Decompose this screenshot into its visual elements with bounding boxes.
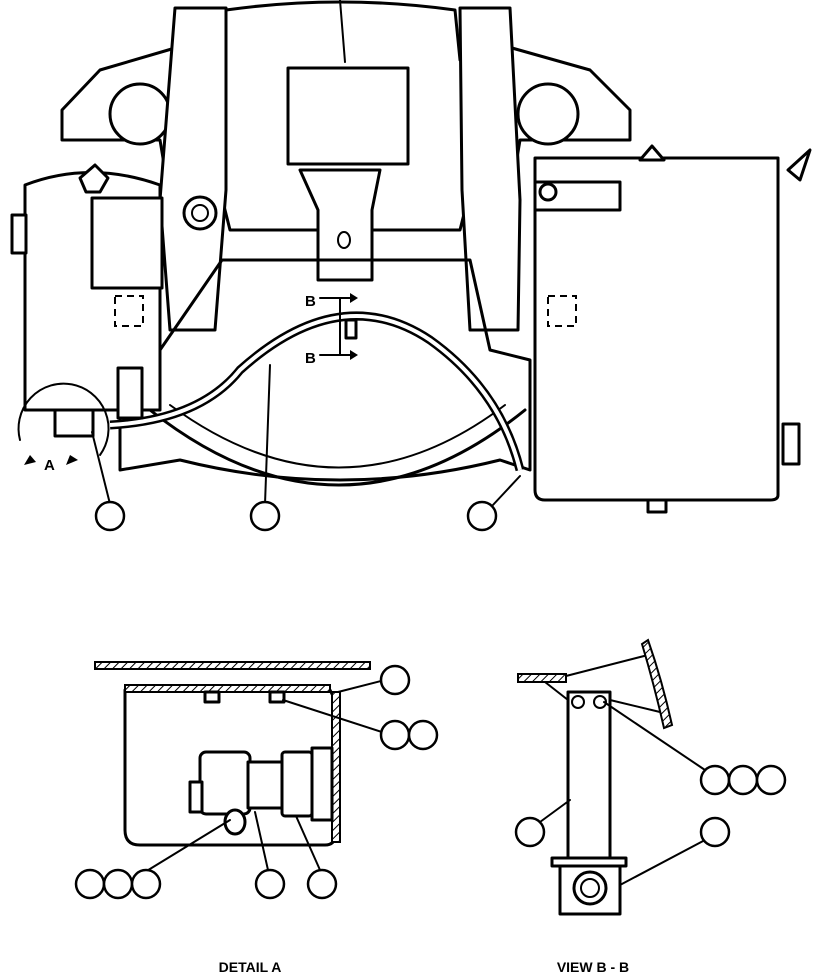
hose-clamp xyxy=(344,318,358,340)
left-pivot-pin-inner xyxy=(191,204,209,222)
callout-balloon xyxy=(379,719,411,751)
view-bb-plate xyxy=(517,673,567,683)
callout-balloon xyxy=(407,719,439,751)
callout-balloon xyxy=(130,868,162,900)
view-bb-plate-edge xyxy=(565,654,649,677)
callout-balloon xyxy=(699,816,731,848)
view-bb-bracket-line-right xyxy=(609,699,661,713)
leader-2 xyxy=(264,364,271,505)
leader-bb-2 xyxy=(539,799,571,823)
main-view: B B A xyxy=(10,0,812,532)
callout-balloon xyxy=(74,868,106,900)
detail-a-bolt-left xyxy=(203,690,221,704)
callout-balloon xyxy=(727,764,759,796)
right-lifting-eye xyxy=(638,144,666,162)
center-block xyxy=(286,66,410,166)
callout-balloon xyxy=(306,868,338,900)
leader-da-4 xyxy=(254,811,269,871)
leader-da-1 xyxy=(337,679,386,693)
right-hidden-mount xyxy=(547,295,577,327)
view-bb-port xyxy=(572,870,608,906)
detail-a-housing-top xyxy=(124,684,331,693)
detail-arrowhead-left xyxy=(24,455,36,465)
center-mount-bracket xyxy=(298,168,382,282)
left-tank-tab xyxy=(10,213,28,255)
right-tank-fitting xyxy=(538,182,558,202)
view-bb-curved-wall xyxy=(640,638,674,730)
left-tank-panel xyxy=(90,196,164,290)
callout-balloon xyxy=(249,500,281,532)
leader-bb-3 xyxy=(619,839,706,886)
callout-balloon xyxy=(466,500,498,532)
coupler-body xyxy=(198,750,252,816)
section-b-marker: B B xyxy=(305,293,358,367)
hose-core xyxy=(109,314,522,471)
view-bb-post xyxy=(566,690,612,860)
detail-a-caption: DETAIL A xyxy=(219,959,282,975)
callout-balloon xyxy=(254,868,286,900)
detail-fitting xyxy=(53,408,95,438)
upper-housing xyxy=(60,0,632,232)
view-bb-caption: VIEW B - B xyxy=(557,959,629,975)
detail-arrowhead-right xyxy=(66,455,78,465)
view-bb-bracket-line xyxy=(544,681,569,701)
right-tank-tab xyxy=(786,148,812,182)
callout-balloon xyxy=(699,764,731,796)
bracket-hole xyxy=(337,231,351,249)
section-arrowhead-bottom xyxy=(350,350,358,360)
callout-balloon xyxy=(379,664,411,696)
view-bb-bolt-left xyxy=(571,695,585,709)
leader-da-3 xyxy=(144,819,231,873)
hex-nut xyxy=(280,750,314,818)
right-tank xyxy=(533,156,780,502)
section-label-bottom: B xyxy=(305,350,316,367)
detail-a-marker: A xyxy=(17,382,110,474)
left-bracket xyxy=(116,366,144,420)
detail-label: A xyxy=(44,457,55,474)
right-tank-side-tab xyxy=(781,422,801,466)
left-lifting-eye xyxy=(78,163,110,194)
callout-balloon xyxy=(514,816,546,848)
callout-balloon xyxy=(755,764,787,796)
detail-a-bolt-right xyxy=(268,690,286,704)
bulkhead-fitting xyxy=(310,746,334,822)
detail-a-top-plate xyxy=(94,661,371,670)
hose-outline xyxy=(109,311,525,472)
right-lift-arm xyxy=(458,6,522,332)
right-tank-drain xyxy=(646,498,668,514)
leader-da-2 xyxy=(282,699,386,734)
leader-da-5 xyxy=(295,815,321,871)
housing-seam xyxy=(339,0,346,63)
detail-circle-arc xyxy=(17,382,110,456)
left-round-port xyxy=(108,82,172,146)
curved-cradle-inner xyxy=(169,404,506,469)
lower-frame xyxy=(118,258,532,482)
leader-1 xyxy=(91,431,111,505)
right-round-port xyxy=(516,82,580,146)
section-label-top: B xyxy=(305,293,316,310)
left-hidden-mount xyxy=(114,295,144,327)
callout-balloon xyxy=(94,500,126,532)
left-pivot-pin xyxy=(182,195,218,231)
view-bb-bolt-right xyxy=(593,695,607,709)
coupler-lever xyxy=(188,780,204,814)
view-bb-block xyxy=(558,864,622,916)
left-lift-arm xyxy=(158,6,228,332)
leader-3 xyxy=(491,475,521,507)
view-bb: VIEW B - B xyxy=(514,638,787,975)
leader-bb-1 xyxy=(603,701,706,771)
detail-a-view: DETAIL A xyxy=(74,661,439,975)
callout-balloon xyxy=(102,868,134,900)
coupler-sleeve xyxy=(246,760,284,810)
curved-cradle xyxy=(148,408,527,487)
section-arrowhead-top xyxy=(350,293,358,303)
view-bb-port-inner xyxy=(580,878,600,898)
